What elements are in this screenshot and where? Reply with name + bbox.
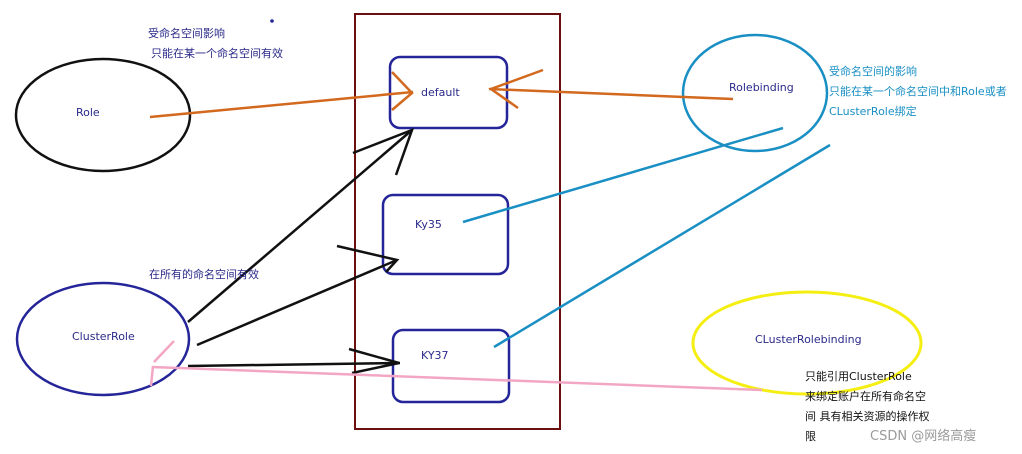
stray-dot (270, 19, 274, 23)
watermark: CSDN @网络高瘦 (870, 429, 977, 444)
clusterrolebinding-note-line-2: 来绑定账户在所有命名空 (805, 390, 926, 403)
clusterrolebinding-note-line-3: 间 具有相关资源的操作权 (805, 410, 930, 423)
clusterrolebinding-note-line-1: 只能引用ClusterRole (805, 370, 912, 383)
rolebinding-label: Rolebinding (729, 81, 794, 94)
rolebinding-note-line-3: CLusterRole绑定 (829, 105, 917, 118)
role-note-line-2: 只能在某一个命名空间有效 (151, 47, 283, 60)
role-ellipse (14, 57, 192, 173)
clusterrolebinding-ellipse (691, 290, 923, 396)
namespace-ky37-label: KY37 (421, 349, 449, 362)
rolebinding-ellipse (681, 33, 829, 153)
namespace-box-default (388, 55, 509, 130)
rolebinding-to-ky37-line (493, 143, 831, 349)
clusterrolebinding-label: CLusterRolebinding (755, 333, 862, 346)
namespace-box-ky37 (391, 328, 511, 404)
rolebinding-to-ky35-line (462, 126, 784, 224)
namespace-box-ky35 (381, 193, 510, 276)
clusterrole-to-ky37-arrow (187, 347, 401, 375)
clusterrolebinding-note-line-4: 限 (805, 430, 816, 443)
role-note-line-1: 受命名空间影响 (148, 27, 225, 40)
clusterrolebinding-to-clusterrole-line (149, 340, 763, 392)
clusterrole-note: 在所有的命名空间有效 (149, 268, 259, 281)
namespace-ky35-label: Ky35 (415, 218, 442, 231)
role-label: Role (76, 106, 100, 119)
clusterrole-label: ClusterRole (72, 330, 135, 343)
rolebinding-note-line-2: 只能在某一个命名空间中和Role或者 (829, 85, 1007, 98)
role-to-default-arrow (149, 71, 414, 119)
clusterrole-ellipse (15, 281, 191, 397)
clusterrole-to-ky35-arrow (196, 244, 400, 347)
namespace-container (354, 13, 561, 430)
namespace-default-label: default (421, 86, 460, 99)
clusterrole-to-default-arrow (187, 127, 415, 323)
rolebinding-note-line-1: 受命名空间的影响 (829, 65, 917, 78)
rolebinding-to-default-arrow (488, 68, 734, 110)
